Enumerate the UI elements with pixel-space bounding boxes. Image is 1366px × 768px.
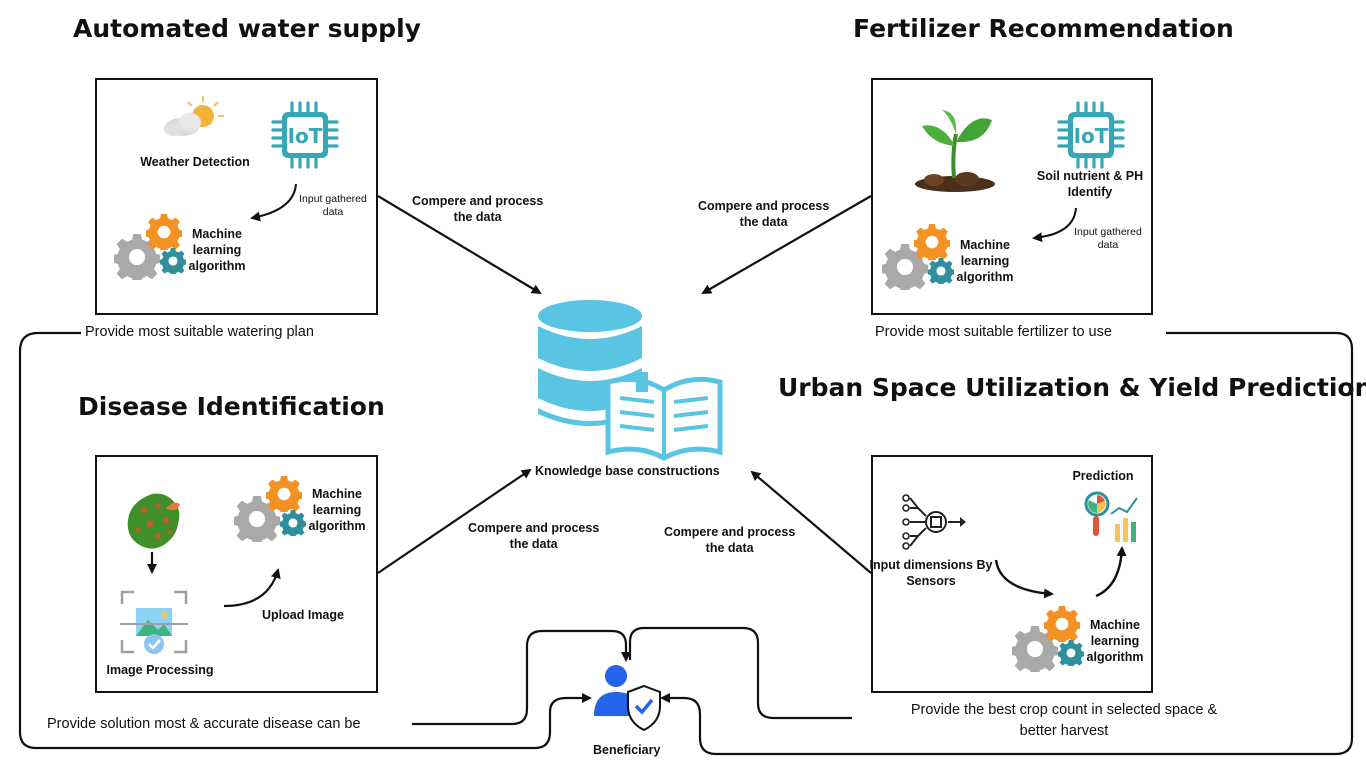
beneficiary-label: Beneficiary [593,743,661,757]
fertilizer-input-line-2: data [1097,239,1119,251]
water-compare-line-2: the data [453,210,502,224]
disease-output-label: Provide solution most & accurate disease… [43,716,365,732]
iot-chip-icon [270,100,340,170]
disease-ml-line-1: Machine [311,487,362,501]
soil-line-2: Identify [1067,185,1113,199]
ml-to-prediction-arrow [1095,546,1127,598]
fertilizer-ml-line-2: learning [960,254,1010,268]
urban-output-line-2: better harvest [1019,723,1109,739]
gears-icon [1012,606,1084,672]
section-title-water: Automated water supply [73,14,421,43]
upload-arrow [223,568,281,608]
sensor-line-1: Input dimensions By [869,558,993,572]
water-ml-line-2: learning [192,243,242,257]
section-title-disease: Disease Identification [78,392,385,421]
disease-ml-label: Machine learning algorithm [302,486,372,534]
open-book-icon [605,372,723,461]
water-ml-label: Machine learning algorithm [182,226,252,274]
urban-ml-label: Machine learning algorithm [1080,617,1150,665]
disease-ml-line-3: algorithm [308,519,366,533]
magnifier-chart-icon [1084,491,1138,542]
fertilizer-compare-label: Compere and process the data [698,198,829,230]
water-compare-line-1: Compere and process [412,194,544,208]
water-input-label: Input gathered data [293,193,373,219]
sensor-chip-icon [902,494,966,550]
iot-chip-icon [1056,100,1126,170]
urban-ml-line-3: algorithm [1086,650,1144,664]
seedling-icon [915,110,995,192]
user-shield-icon [594,665,661,732]
weather-detection-label: Weather Detection [140,155,250,169]
image-scan-icon [120,590,188,654]
water-ml-line-3: algorithm [188,259,246,273]
sensor-to-ml-arrow [994,559,1054,599]
water-input-line-1: Input gathered [299,193,367,205]
water-compare-label: Compere and process the data [412,193,543,225]
water-output-label: Provide most suitable watering plan [81,324,318,340]
disease-compare-line-1: Compere and process [468,521,600,535]
urban-output-line-1: Provide the best crop count in selected … [910,702,1218,718]
urban-ml-line-2: learning [1090,634,1140,648]
gears-icon [882,224,954,290]
gears-icon [114,214,186,280]
urban-compare-line-2: the data [705,541,754,555]
gears-icon [234,476,306,542]
urban-compare-line-1: Compere and process [664,525,796,539]
water-input-line-2: data [322,206,344,218]
fertilizer-ml-line-1: Machine [959,238,1010,252]
knowledge-base-label: Knowledge base constructions [535,464,720,478]
fertilizer-ml-label: Machine learning algorithm [950,237,1020,285]
soil-label: Soil nutrient & PH Identify [1030,168,1150,200]
fertilizer-output-label: Provide most suitable fertilizer to use [871,324,1116,340]
panel-disease [95,455,378,693]
fertilizer-compare-line-2: the data [739,215,788,229]
soil-line-1: Soil nutrient & PH [1036,169,1144,183]
prediction-label: Prediction [1072,469,1134,483]
leaf-down-arrow [147,552,157,574]
section-title-fertilizer: Fertilizer Recommendation [853,14,1234,43]
sensor-line-2: Sensors [906,574,956,588]
diseased-leaf-icon [127,493,180,549]
fertilizer-input-line-1: Input gathered [1074,226,1142,238]
fertilizer-ml-line-3: algorithm [956,270,1014,284]
image-processing-label: Image Processing [106,663,214,677]
urban-ml-line-1: Machine [1089,618,1140,632]
disease-compare-label: Compere and process the data [468,520,599,552]
urban-output-label: Provide the best crop count in selected … [885,700,1243,742]
urban-compare-label: Compere and process the data [664,524,795,556]
section-title-urban: Urban Space Utilization & Yield Predicti… [778,373,1366,402]
upload-image-label: Upload Image [262,608,344,622]
sensor-label: Input dimensions By Sensors [866,557,996,589]
water-input-arrow [250,183,297,222]
sun-cloud-icon [164,96,224,136]
fertilizer-input-arrow [1032,207,1077,243]
fertilizer-compare-line-1: Compere and process [698,199,830,213]
disease-ml-line-2: learning [312,503,362,517]
disease-compare-line-2: the data [509,537,558,551]
water-ml-line-1: Machine [191,227,242,241]
fertilizer-input-label: Input gathered data [1068,226,1148,252]
